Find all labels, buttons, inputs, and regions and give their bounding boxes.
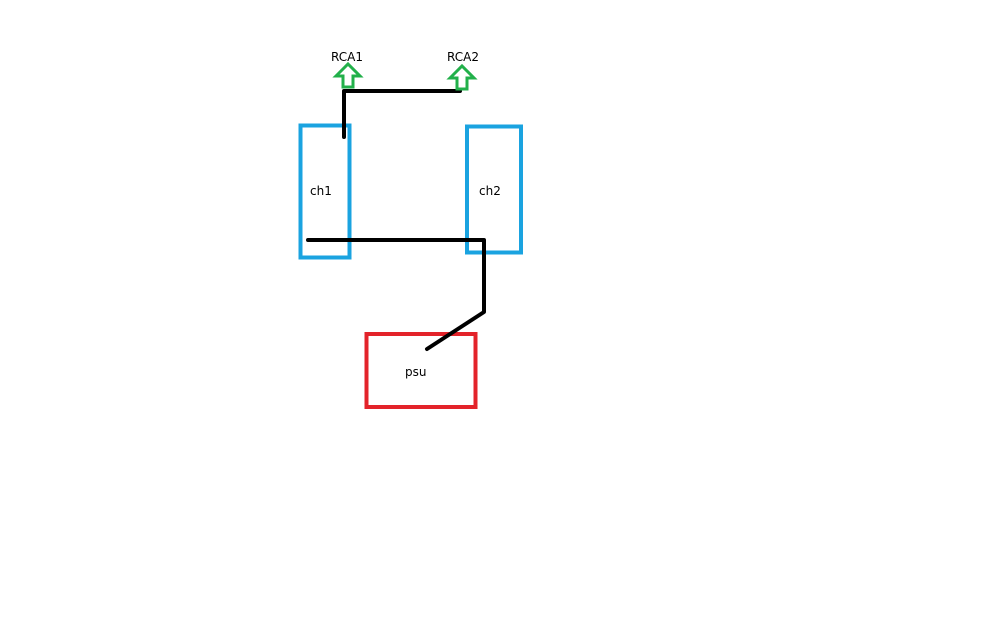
power-wire <box>306 238 486 351</box>
ch2-box <box>465 124 523 255</box>
up-arrow-icon <box>332 61 364 89</box>
signal-wire <box>342 89 462 139</box>
rca2-label: RCA2 <box>447 50 479 64</box>
up-arrow-icon <box>446 63 478 91</box>
ch1-label: ch1 <box>310 184 332 198</box>
psu-label: psu <box>405 365 426 379</box>
ch1-box <box>298 123 352 260</box>
ch2-label: ch2 <box>479 184 501 198</box>
rca1-label: RCA1 <box>331 50 363 64</box>
psu-box <box>364 332 478 409</box>
